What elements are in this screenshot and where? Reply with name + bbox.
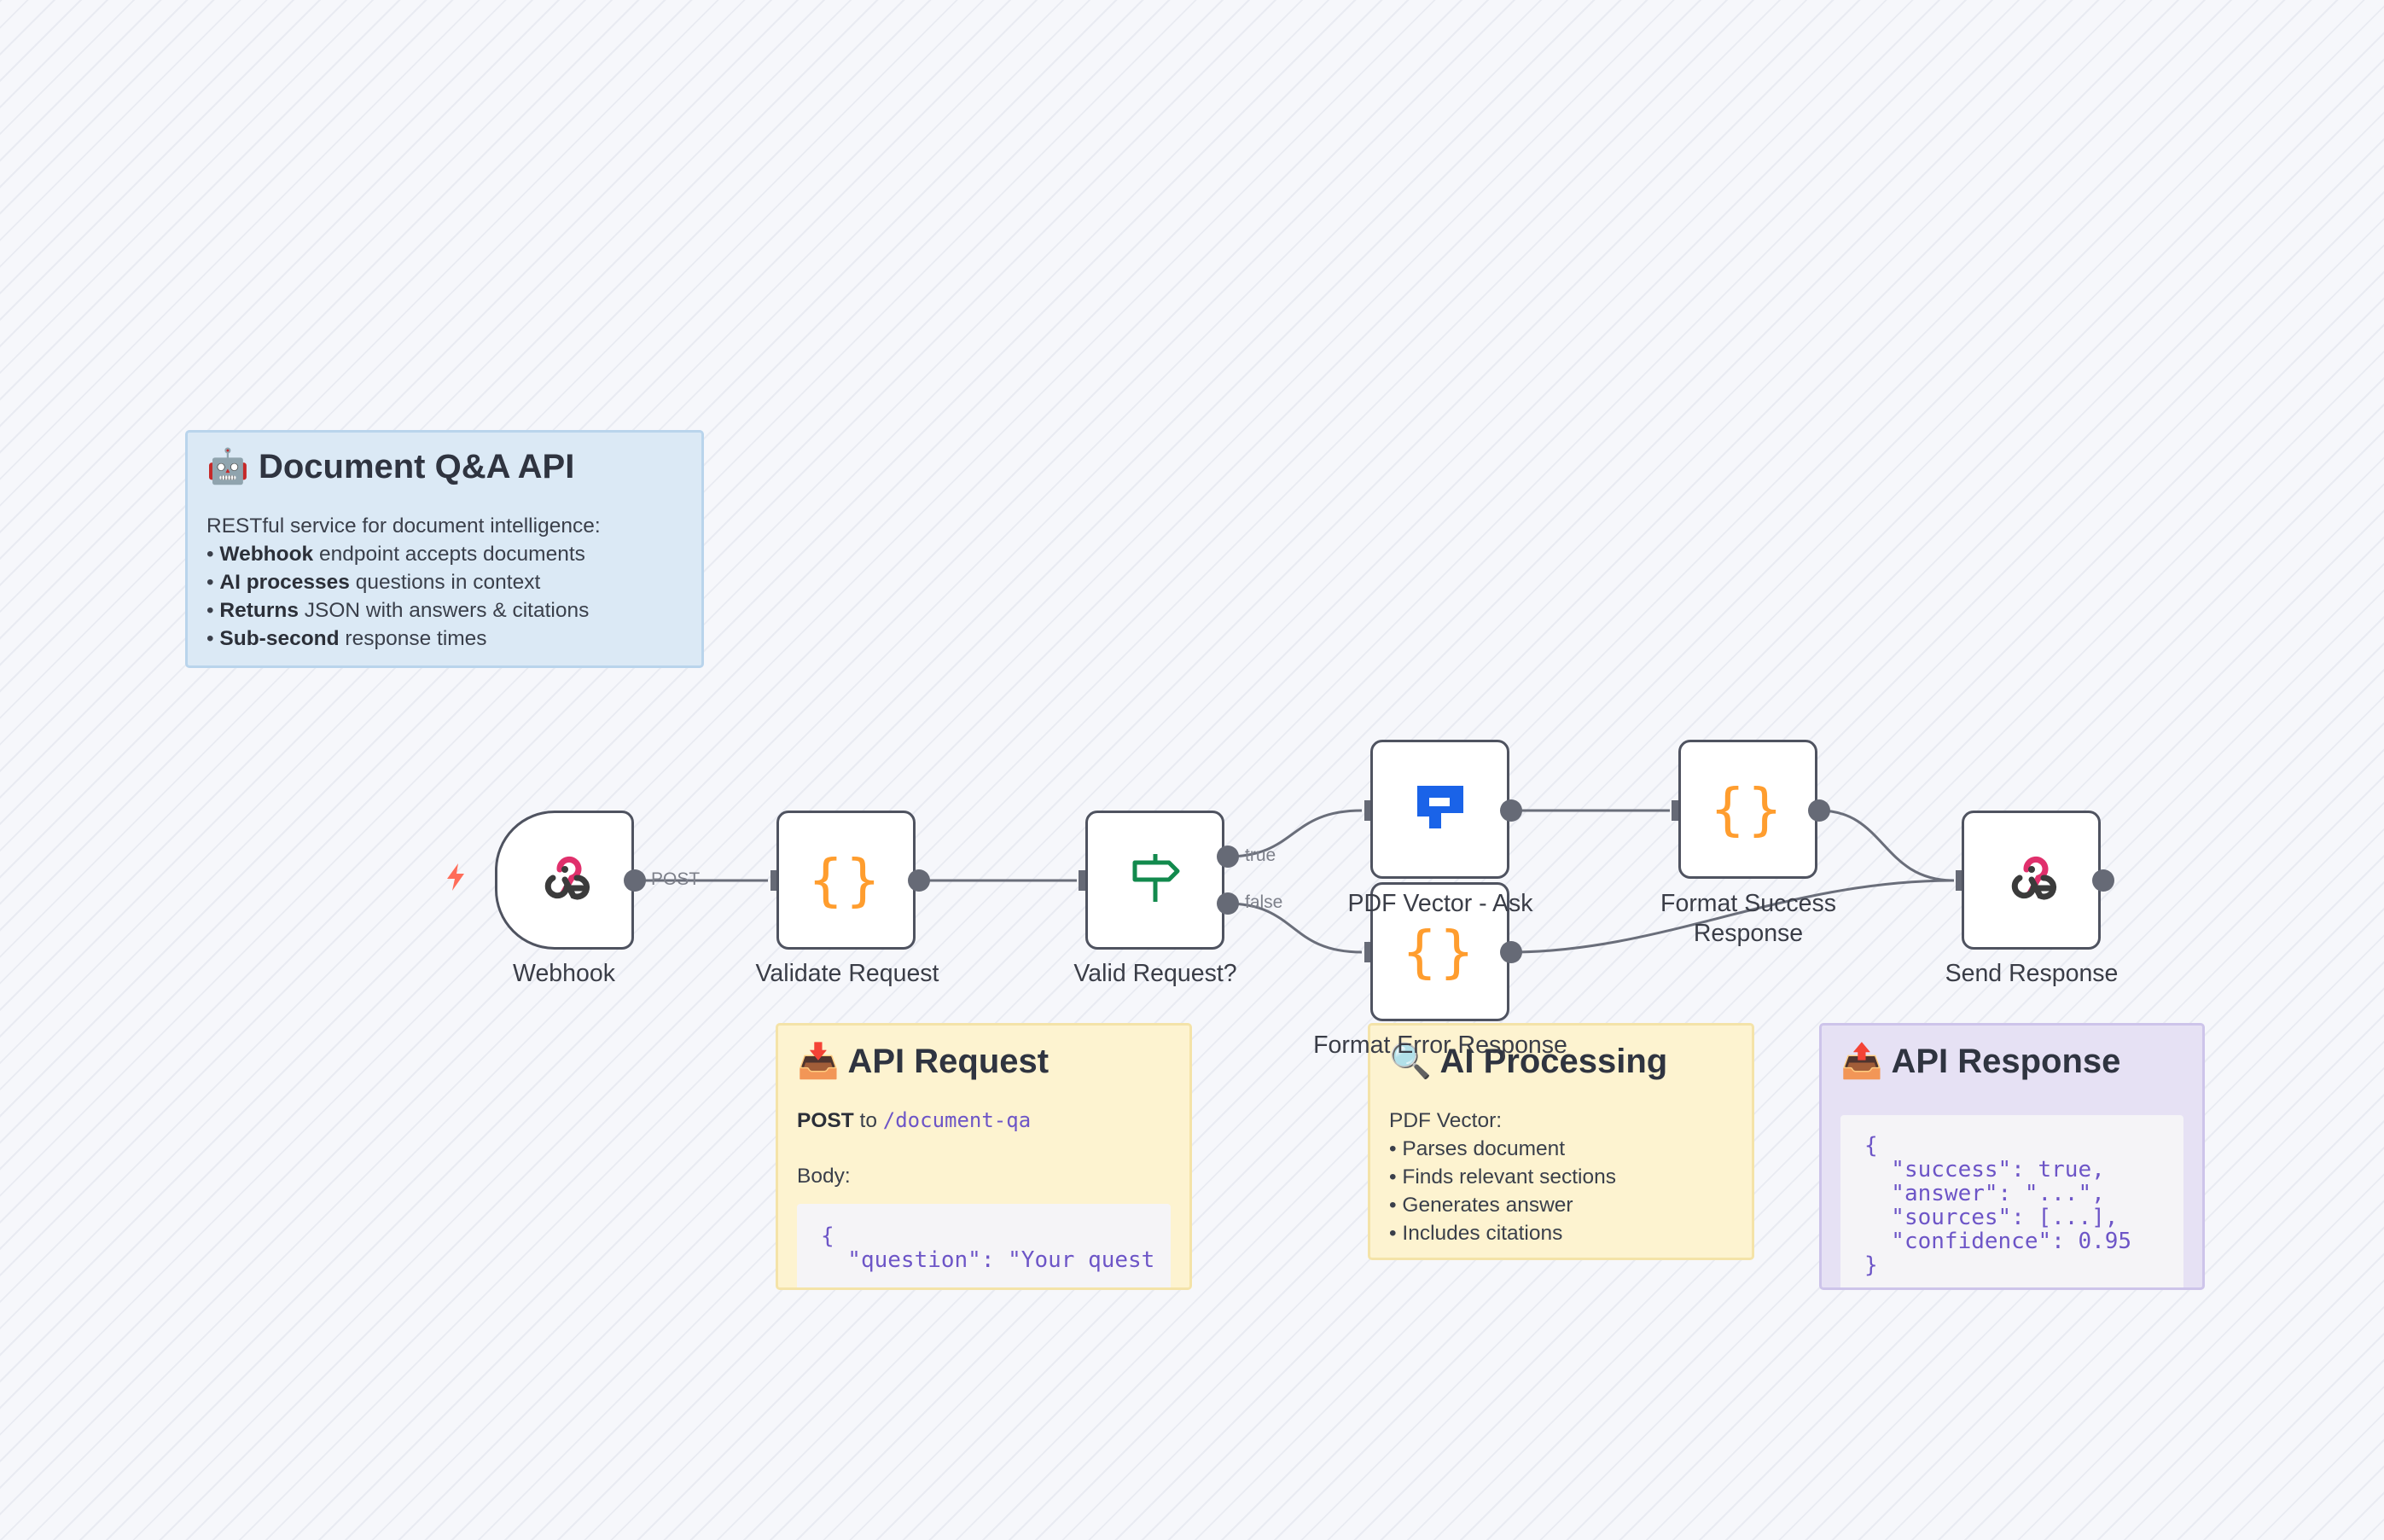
edge-false-error <box>1226 902 1363 954</box>
api-request-body-label: Body: <box>797 1165 851 1188</box>
node-pdf-vector-ask[interactable] <box>1370 740 1509 879</box>
output-handle[interactable] <box>908 869 930 892</box>
sticky-note-api-response[interactable]: 📤 API Response { "success": true, "answe… <box>1819 1023 2205 1290</box>
webhook-icon <box>2004 851 2059 909</box>
overview-bullet: • AI processes questions in context <box>206 571 541 594</box>
node-format-error-response[interactable]: {} <box>1370 882 1509 1021</box>
node-label-validate-request: Validate Request <box>755 960 939 987</box>
trigger-bolt-icon <box>444 862 468 899</box>
input-handle[interactable] <box>1364 942 1373 962</box>
code-braces-icon: {} <box>1710 776 1786 842</box>
output-handle-true[interactable] <box>1217 846 1239 868</box>
overview-bullet: • Webhook endpoint accepts documents <box>206 543 585 566</box>
edge-label-post: POST <box>651 869 701 889</box>
output-handle[interactable] <box>1808 799 1830 822</box>
node-send-response[interactable] <box>1962 811 2101 950</box>
ai-processing-intro: PDF Vector: <box>1389 1109 1503 1132</box>
input-handle[interactable] <box>1364 800 1373 821</box>
output-handle-false[interactable] <box>1217 892 1239 915</box>
api-request-code: { "question": "Your quest <box>797 1204 1171 1287</box>
ai-processing-title: 🔍 AI Processing <box>1389 1043 1668 1080</box>
webhook-icon <box>538 851 592 909</box>
edge-true-pdf <box>1226 809 1363 858</box>
node-label-format-success-response: Format Success Response <box>1660 890 1836 947</box>
input-handle[interactable] <box>1079 870 1087 891</box>
node-label-send-response: Send Response <box>1945 960 2119 987</box>
output-handle[interactable] <box>1500 799 1522 822</box>
sticky-note-ai-processing[interactable]: 🔍 AI Processing PDF Vector: • Parses doc… <box>1368 1023 1754 1260</box>
edge-label-false: false <box>1245 892 1283 912</box>
output-handle[interactable] <box>1500 941 1522 963</box>
overview-bullet: • Returns JSON with answers & citations <box>206 599 590 622</box>
input-handle[interactable] <box>1956 870 1964 891</box>
output-handle[interactable] <box>624 869 646 892</box>
ai-processing-bullet: • Finds relevant sections <box>1389 1165 1616 1188</box>
overview-title: 🤖 Document Q&A API <box>206 448 575 485</box>
input-handle[interactable] <box>770 870 779 891</box>
code-braces-icon: {} <box>1402 919 1478 985</box>
overview-intro: RESTful service for document intelligenc… <box>206 514 601 538</box>
signpost-icon <box>1128 851 1183 909</box>
edge-error-send <box>1509 879 1955 954</box>
node-label-webhook: Webhook <box>513 960 615 987</box>
node-webhook[interactable] <box>495 811 634 950</box>
api-response-title: 📤 API Response <box>1840 1043 2121 1080</box>
sticky-note-api-request[interactable]: 📥 API Request POST to /document-qa Body:… <box>776 1023 1192 1290</box>
overview-bullet: • Sub-second response times <box>206 627 487 650</box>
output-handle[interactable] <box>2092 869 2114 892</box>
pdf-vector-icon <box>1412 779 1468 840</box>
node-label-format-error-response: Format Error Response <box>1313 1032 1567 1059</box>
ai-processing-bullet: • Parses document <box>1389 1137 1566 1160</box>
code-braces-icon: {} <box>808 847 884 913</box>
ai-processing-bullet: • Includes citations <box>1389 1222 1563 1245</box>
input-handle[interactable] <box>1672 800 1680 821</box>
sticky-note-overview[interactable]: 🤖 Document Q&A API RESTful service for d… <box>185 430 704 668</box>
node-format-success-response[interactable]: {} <box>1678 740 1817 879</box>
ai-processing-bullet: • Generates answer <box>1389 1194 1573 1217</box>
api-response-code: { "success": true, "answer": "...", "sou… <box>1840 1115 2183 1287</box>
api-request-title: 📥 API Request <box>797 1043 1050 1080</box>
edge-label-true: true <box>1245 846 1276 865</box>
node-validate-request[interactable]: {} <box>776 811 916 950</box>
node-label-valid-request: Valid Request? <box>1073 960 1237 987</box>
node-valid-request-if[interactable] <box>1085 811 1224 950</box>
edge-success-send <box>1818 809 1955 882</box>
node-label-pdf-vector-ask: PDF Vector - Ask <box>1347 890 1533 917</box>
api-request-endpoint: POST to /document-qa <box>797 1108 1032 1132</box>
